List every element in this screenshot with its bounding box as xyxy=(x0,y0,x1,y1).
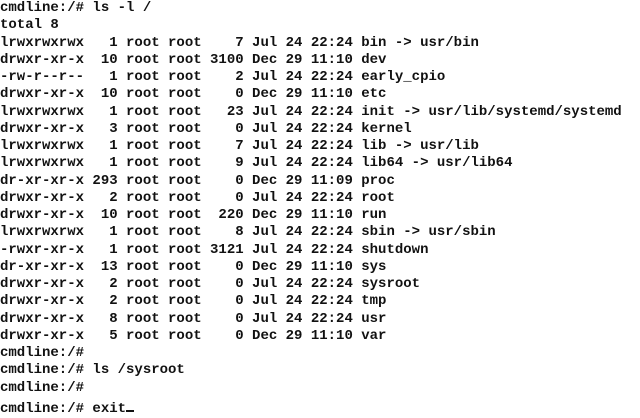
terminal-line: drwxr-xr-x 10 root root 220 Dec 29 11:10… xyxy=(0,207,387,223)
terminal-line: drwxr-xr-x 10 root root 3100 Dec 29 11:1… xyxy=(0,51,387,68)
terminal-input-line[interactable]: cmdline:/# exit xyxy=(0,397,640,417)
terminal-line: -rw-r--r-- 1 root root 2 Jul 24 22:24 ea… xyxy=(0,69,446,85)
terminal-line: drwxr-xr-x 10 root root 0 Dec 29 11:10 e… xyxy=(0,86,387,103)
terminal-line: -rwxr-xr-x 1 root root 3121 Jul 24 22:24… xyxy=(0,241,429,258)
terminal-line: dr-xr-xr-x 13 root root 0 Dec 29 11:10 s… xyxy=(0,258,387,275)
terminal-line: drwxr-xr-x 5 root root 0 Dec 29 11:10 va… xyxy=(0,327,387,344)
terminal-line: drwxr-xr-x 2 root root 0 Jul 24 22:24 sy… xyxy=(0,276,421,292)
terminal-line: drwxr-xr-x 2 root root 0 Jul 24 22:24 tm… xyxy=(0,293,387,310)
terminal-line: lrwxrwxrwx 1 root root 7 Jul 24 22:24 li… xyxy=(0,138,479,154)
current-command: cmdline:/# exit xyxy=(0,400,127,417)
terminal-line: drwxr-xr-x 2 root root 0 Jul 24 22:24 ro… xyxy=(0,189,395,206)
terminal-line: lrwxrwxrwx 1 root root 23 Jul 24 22:24 i… xyxy=(0,103,622,120)
terminal-line: cmdline:/# ls /sysroot xyxy=(0,362,185,379)
terminal-line: lrwxrwxrwx 1 root root 8 Jul 24 22:24 sb… xyxy=(0,224,496,241)
text-cursor xyxy=(126,397,135,412)
terminal-line: cmdline:/# ls -l / xyxy=(0,0,152,16)
terminal-line: drwxr-xr-x 8 root root 0 Jul 24 22:24 us… xyxy=(0,310,387,327)
terminal-line: cmdline:/# xyxy=(0,345,85,361)
terminal-line: total 8 xyxy=(0,17,59,34)
terminal-line: cmdline:/# xyxy=(0,379,85,396)
terminal-line: lrwxrwxrwx 1 root root 7 Jul 24 22:24 bi… xyxy=(0,34,479,51)
terminal-line: drwxr-xr-x 3 root root 0 Jul 24 22:24 ke… xyxy=(0,120,412,137)
terminal-line: dr-xr-xr-x 293 root root 0 Dec 29 11:09 … xyxy=(0,172,395,189)
terminal-line: lrwxrwxrwx 1 root root 9 Jul 24 22:24 li… xyxy=(0,155,513,172)
